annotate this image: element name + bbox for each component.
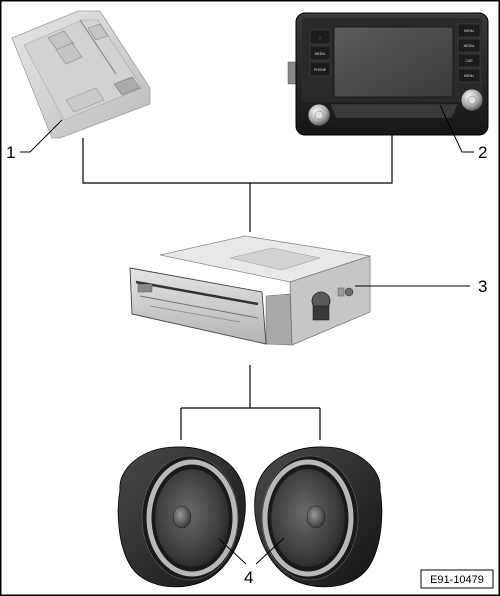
left-button-label: PHONE	[314, 68, 327, 72]
callout-1: 1	[6, 143, 15, 162]
dust-cap	[172, 505, 192, 529]
right-button-label: MENU	[464, 74, 475, 78]
leader-2	[439, 104, 474, 153]
panel-button	[55, 42, 83, 65]
connector-3-to-4	[180, 365, 321, 440]
panel-button	[113, 76, 141, 96]
speaker-surround	[146, 459, 238, 577]
speaker-cone	[154, 468, 230, 568]
component-3-control-unit	[129, 235, 371, 346]
right-button-label: MEDIA	[464, 44, 475, 48]
right-button-column: MENU MEDIA CAR MENU	[457, 23, 481, 83]
left-button-label: ♪	[319, 36, 321, 40]
left-button-column: ♪ MEDIA PHONE	[309, 29, 331, 77]
right-button-label: MENU	[464, 29, 475, 33]
figure-id-box	[420, 569, 494, 589]
callout-leaders	[20, 104, 474, 565]
dust-cap	[306, 505, 326, 529]
display-screen	[333, 26, 454, 98]
callout-2: 2	[478, 143, 487, 162]
left-button-label: MEDIA	[315, 52, 326, 56]
lower-trim	[329, 103, 459, 119]
callout-3: 3	[478, 277, 487, 296]
loudspeaker-left	[117, 446, 246, 588]
component-1-control-panel	[11, 10, 151, 139]
speaker-surround	[262, 459, 354, 577]
component-2-display-unit: ♪ MEDIA PHONE MENU MEDIA CAR MENU	[287, 12, 489, 136]
connector-1-2	[82, 132, 393, 184]
panel-button	[87, 23, 109, 41]
loudspeaker-right	[254, 446, 383, 588]
mount-clip	[287, 61, 297, 85]
component-4-loudspeakers	[117, 446, 383, 588]
right-button-label: CAR	[465, 59, 473, 63]
figure-id: E91-10479	[430, 574, 484, 586]
disc-slot	[135, 280, 259, 306]
leader-1	[20, 119, 63, 153]
connection-lines	[82, 132, 393, 440]
callout-4: 4	[244, 568, 253, 587]
leader-4	[218, 537, 285, 565]
